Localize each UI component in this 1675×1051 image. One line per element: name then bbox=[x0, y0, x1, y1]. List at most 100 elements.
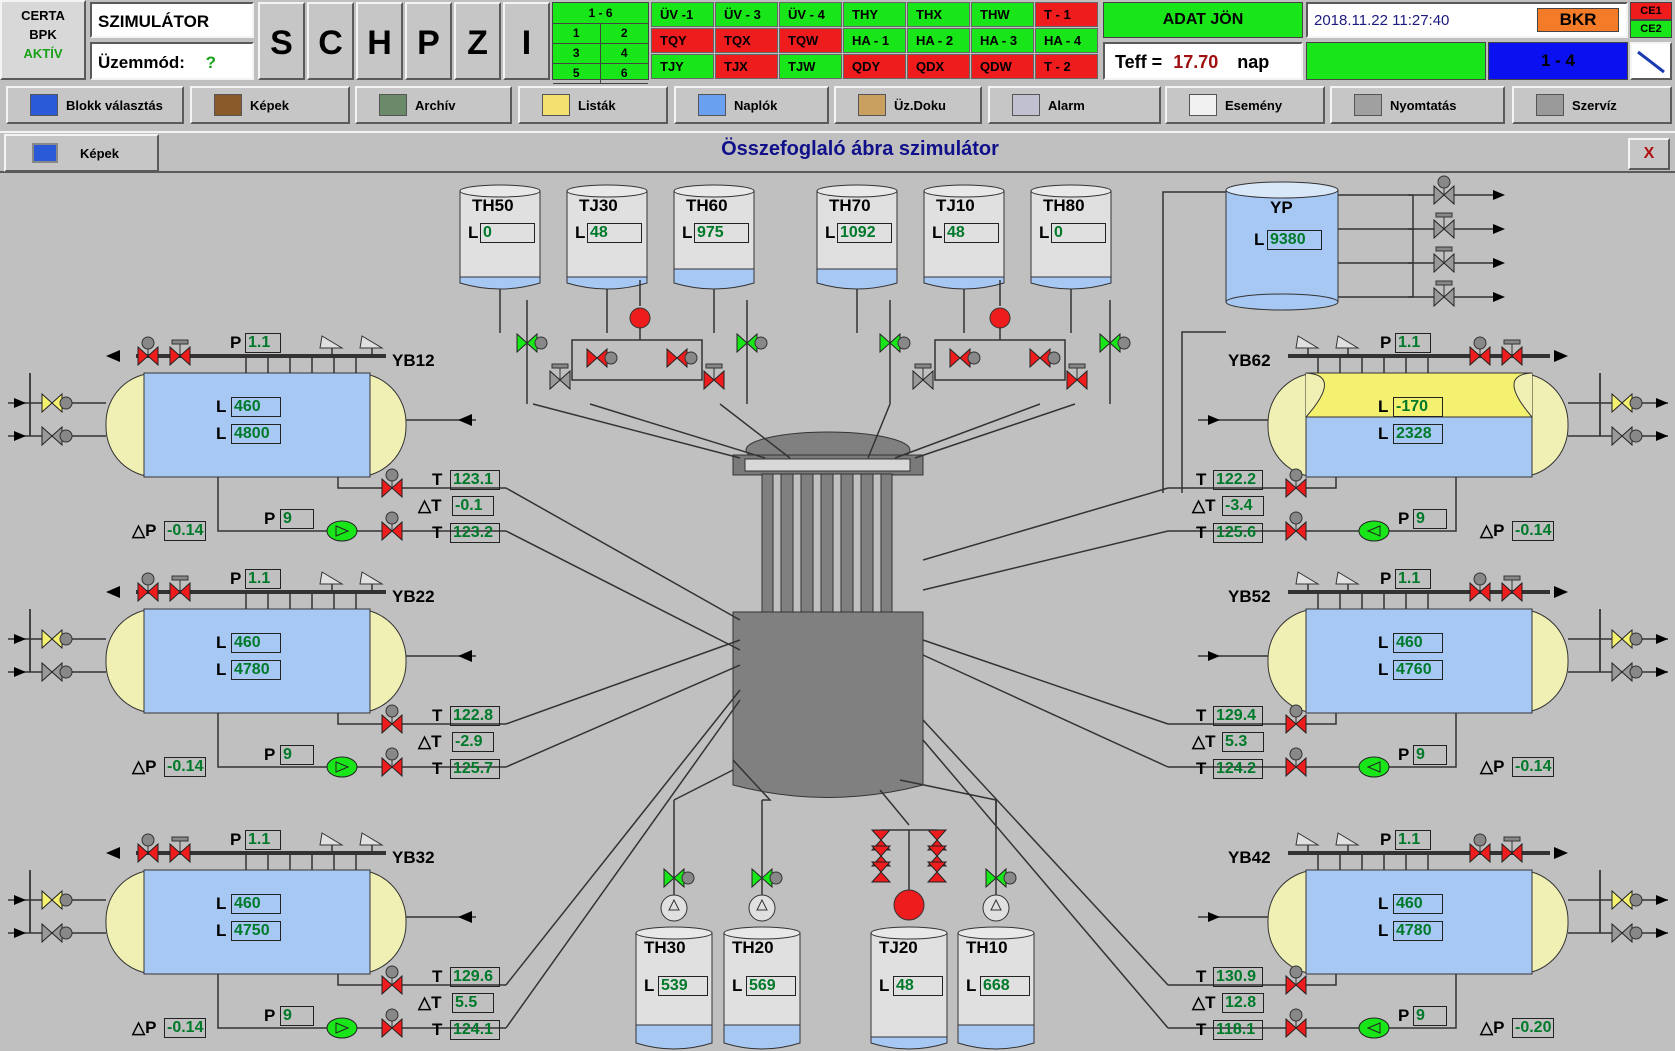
safety-valve-icon bbox=[319, 571, 344, 585]
section-letter-p[interactable]: P bbox=[405, 2, 452, 80]
feedwater-valve bbox=[41, 392, 63, 414]
alarm-thy[interactable]: THY bbox=[843, 2, 906, 27]
close-button[interactable]: X bbox=[1628, 138, 1670, 170]
pipe bbox=[217, 713, 506, 768]
yp-tank-body bbox=[1225, 189, 1339, 303]
alarm-qdx[interactable]: QDX bbox=[907, 54, 970, 79]
alarm-thx[interactable]: THX bbox=[907, 2, 970, 27]
toolbar-napl-k[interactable]: Naplók bbox=[674, 86, 829, 124]
alarm-t-2[interactable]: T - 2 bbox=[1035, 54, 1098, 79]
alarm-tqy[interactable]: TQY bbox=[651, 28, 714, 53]
kepek-window-button[interactable]: Képek bbox=[4, 134, 159, 172]
bottom-tank-top bbox=[870, 926, 948, 940]
loop-steam-pressure-value: 1.1 bbox=[245, 830, 281, 850]
alarm-tqx[interactable]: TQX bbox=[715, 28, 778, 53]
top-tank-L-label: L bbox=[575, 223, 586, 242]
reactor-tube bbox=[812, 473, 822, 613]
section-letter-h[interactable]: H bbox=[356, 2, 403, 80]
loop-name: YB12 bbox=[392, 351, 435, 370]
alarm-tjy[interactable]: TJY bbox=[651, 54, 714, 79]
loop-pressure-value: 9 bbox=[280, 1006, 314, 1026]
loop-name: YB62 bbox=[1228, 351, 1271, 370]
top-tank-name: TH70 bbox=[829, 196, 871, 215]
valve-actuator bbox=[171, 836, 189, 842]
section-letter-i[interactable]: I bbox=[503, 2, 550, 80]
alarm-qdy[interactable]: QDY bbox=[843, 54, 906, 79]
valve-actuator bbox=[171, 339, 189, 345]
toolbar-alarm[interactable]: Alarm bbox=[988, 86, 1161, 124]
valve-actuator bbox=[59, 926, 73, 940]
alarm-ha-2[interactable]: HA - 2 bbox=[907, 28, 970, 53]
valve-actuator bbox=[967, 351, 981, 365]
toolbar--z-doku[interactable]: Üz.Doku bbox=[834, 86, 982, 124]
trend-button[interactable] bbox=[1630, 42, 1672, 80]
loop-temp-1-value: 122.8 bbox=[450, 706, 500, 726]
flow-arrow bbox=[14, 895, 26, 905]
block-cell-1[interactable]: 1 bbox=[553, 24, 601, 44]
section-letter-z[interactable]: Z bbox=[454, 2, 501, 80]
alarm-t-1[interactable]: T - 1 bbox=[1035, 2, 1098, 27]
pipe bbox=[1168, 713, 1457, 768]
block-cell-5[interactable]: 5 bbox=[553, 64, 601, 84]
alarm-ha-3[interactable]: HA - 3 bbox=[971, 28, 1034, 53]
alarm--v-4[interactable]: ÜV - 4 bbox=[779, 2, 842, 27]
alarm-tjw[interactable]: TJW bbox=[779, 54, 842, 79]
loop-pressure-value: 9 bbox=[280, 745, 314, 765]
teff-value: 17.70 bbox=[1173, 52, 1219, 72]
alarm-tjx[interactable]: TJX bbox=[715, 54, 778, 79]
safety-valve-icon bbox=[319, 832, 344, 846]
bottom-tank-body bbox=[870, 932, 948, 1044]
loop-P-label: P bbox=[1398, 1006, 1410, 1025]
valve-actuator bbox=[385, 468, 399, 482]
block-cell-4[interactable]: 4 bbox=[600, 44, 648, 64]
toolbar-esem-ny[interactable]: Esemény bbox=[1165, 86, 1325, 124]
pipe bbox=[217, 477, 506, 532]
alarm--v-3[interactable]: ÜV - 3 bbox=[715, 2, 778, 27]
flow-arrow bbox=[1656, 431, 1668, 441]
section-letter-c[interactable]: C bbox=[307, 2, 354, 80]
top-tank-water bbox=[1030, 276, 1112, 290]
loop-temp-1-value: 123.1 bbox=[450, 470, 500, 490]
alarm-thw[interactable]: THW bbox=[971, 2, 1034, 27]
toolbar-blokk-v-laszt-s[interactable]: Blokk választás bbox=[6, 86, 184, 124]
block-cell-3[interactable]: 3 bbox=[553, 44, 601, 64]
loop-steam-pressure-value: 1.1 bbox=[245, 569, 281, 589]
alarm-qdw[interactable]: QDW bbox=[971, 54, 1034, 79]
bottom-tank-L-label: L bbox=[644, 976, 655, 995]
loop-steam-pressure-value: 1.1 bbox=[245, 333, 281, 353]
alarm-tqw[interactable]: TQW bbox=[779, 28, 842, 53]
valve-actuator bbox=[59, 429, 73, 443]
pump-arrow bbox=[335, 761, 350, 773]
block-cell-6[interactable]: 6 bbox=[600, 64, 648, 84]
pipe bbox=[673, 769, 734, 801]
loop-delta-p-value: -0.14 bbox=[1512, 521, 1554, 541]
alarm--v-1[interactable]: ÜV -1 bbox=[651, 2, 714, 27]
loop-delta-p-value: -0.14 bbox=[164, 521, 206, 541]
bottom-tank-water bbox=[723, 1024, 801, 1050]
pump bbox=[326, 520, 358, 542]
safety-valve-icon bbox=[319, 335, 344, 349]
bkr-button[interactable]: BKR bbox=[1537, 8, 1619, 32]
alarm-ha-1[interactable]: HA - 1 bbox=[843, 28, 906, 53]
toolbar-k-pek[interactable]: Képek bbox=[190, 86, 350, 124]
pipe bbox=[505, 487, 741, 621]
top-tank-L-label: L bbox=[1039, 223, 1050, 242]
loop-L-label: L bbox=[1378, 921, 1389, 940]
section-letter-s[interactable]: S bbox=[258, 2, 305, 80]
loop-T1-label: T bbox=[432, 967, 443, 986]
pipe bbox=[217, 974, 506, 1029]
alarm-ha-4[interactable]: HA - 4 bbox=[1035, 28, 1098, 53]
pipe bbox=[914, 403, 1076, 459]
window-title: Összefoglaló ábra szimulátor bbox=[721, 138, 999, 160]
block-cell-2[interactable]: 2 bbox=[600, 24, 648, 44]
toolbar-list-k[interactable]: Listák bbox=[518, 86, 668, 124]
loop-temp-1-value: 129.6 bbox=[450, 967, 500, 987]
toolbar-szerv-z[interactable]: Szervíz bbox=[1512, 86, 1672, 124]
toolbar-icon-3 bbox=[542, 94, 570, 116]
loop-delta-p-value: -0.20 bbox=[1512, 1018, 1554, 1038]
toolbar-nyomtat-s[interactable]: Nyomtatás bbox=[1330, 86, 1505, 124]
yp-level-value: 9380 bbox=[1267, 230, 1322, 250]
toolbar-icon-2 bbox=[379, 94, 407, 116]
toolbar-arch-v[interactable]: Archív bbox=[355, 86, 512, 124]
pipe bbox=[1162, 191, 1226, 493]
